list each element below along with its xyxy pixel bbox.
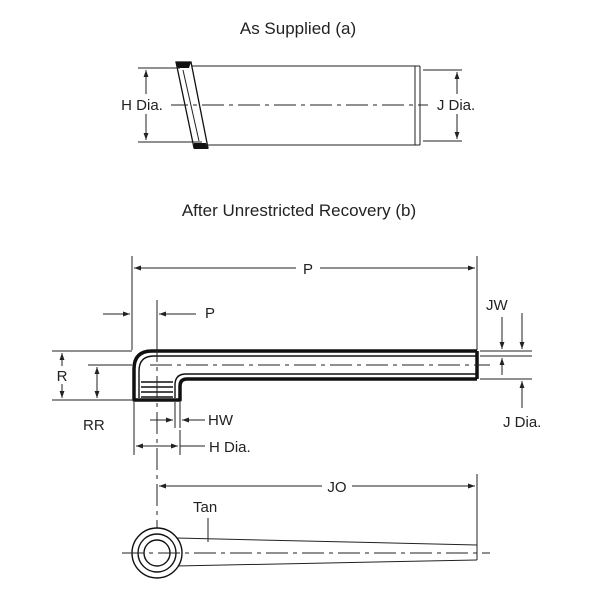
dimension-p-overall: P	[131, 256, 478, 350]
dimension-j-dia-b: J Dia.	[480, 313, 541, 431]
dimension-h-dia-a: H Dia.	[113, 67, 202, 143]
dimension-j-dia-a: J Dia.	[423, 69, 484, 142]
h-dia-label-b: H Dia.	[209, 439, 251, 456]
rr-label: RR	[83, 417, 105, 434]
dimension-rr: RR	[83, 364, 132, 434]
dimension-r: R	[52, 350, 132, 401]
tangent-callout: Tan	[193, 499, 217, 542]
dimension-hw: HW	[150, 402, 234, 429]
dimension-jw: JW	[480, 297, 532, 375]
p-overall-label: P	[303, 261, 313, 278]
h-dia-label-a: H Dia.	[121, 97, 163, 114]
tan-label: Tan	[193, 499, 217, 516]
jo-label: JO	[327, 479, 346, 496]
j-dia-label-a: J Dia.	[437, 97, 475, 114]
r-label: R	[57, 368, 68, 385]
straight-tube-outline	[175, 61, 421, 149]
bent-boot-top-view	[131, 527, 478, 579]
hw-label: HW	[208, 412, 234, 429]
jw-label: JW	[486, 297, 509, 314]
figure-a-as-supplied: As Supplied (a) H Dia.	[113, 19, 484, 149]
dimension-jo: JO	[159, 474, 478, 545]
bent-boot-side-view	[132, 349, 479, 402]
figure-b-after-recovery: After Unrestricted Recovery (b) P P	[52, 201, 541, 579]
j-dia-label-b: J Dia.	[503, 414, 541, 431]
figure-a-title: As Supplied (a)	[240, 19, 356, 38]
dimension-h-dia-b: H Dia.	[133, 402, 251, 456]
p-offset-label: P	[205, 305, 215, 322]
figure-b-title: After Unrestricted Recovery (b)	[182, 201, 416, 220]
dimension-p-offset: P	[103, 300, 215, 346]
